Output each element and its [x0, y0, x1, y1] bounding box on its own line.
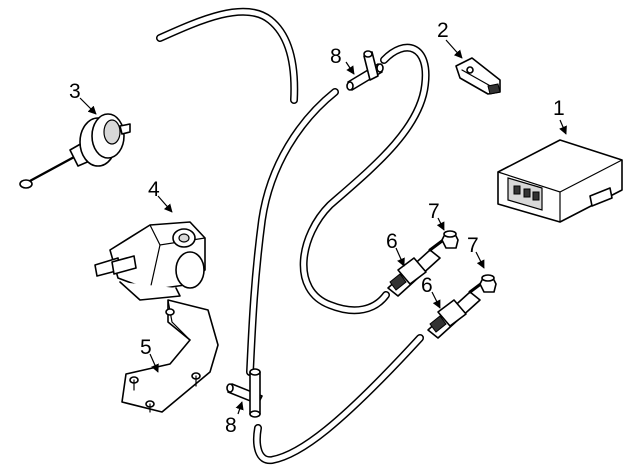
callout-8-upper: 8 — [330, 45, 342, 68]
vacuum-hose-upper-loop — [299, 43, 430, 315]
callout-1: 1 — [553, 97, 565, 120]
solenoid-valve — [94, 221, 206, 301]
cap-upper — [441, 230, 459, 249]
sensor-bracket — [455, 57, 501, 95]
tee-connector-lower — [226, 368, 263, 418]
callout-4: 4 — [148, 178, 160, 201]
vacuum-hose-long — [246, 88, 339, 376]
vacuum-actuator — [19, 113, 131, 189]
check-valve-upper — [387, 236, 448, 297]
control-module — [497, 139, 623, 223]
leader-lines — [79, 39, 567, 415]
tee-connector-upper — [346, 50, 384, 91]
vacuum-hose-bottom — [252, 334, 424, 465]
vacuum-hose-left — [156, 7, 299, 104]
check-valve-lower — [427, 278, 488, 339]
callout-6-upper: 6 — [386, 230, 398, 253]
cap-lower — [479, 274, 497, 293]
callout-5: 5 — [140, 336, 152, 359]
mounting-bracket — [121, 299, 219, 413]
callout-2: 2 — [437, 19, 449, 42]
callout-7-upper: 7 — [428, 200, 440, 223]
callout-6-lower: 6 — [421, 274, 433, 297]
callout-3: 3 — [69, 80, 81, 103]
callout-8-lower: 8 — [225, 414, 237, 437]
callout-7-lower: 7 — [467, 234, 479, 257]
